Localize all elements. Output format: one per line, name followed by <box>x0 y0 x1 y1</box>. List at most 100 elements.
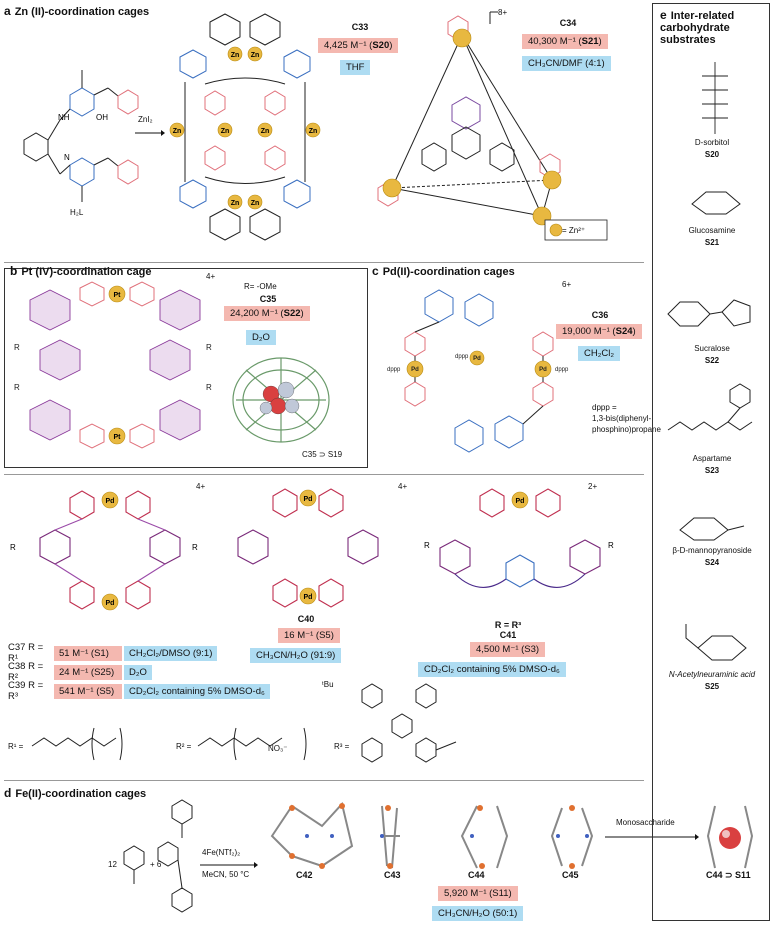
sorbitol-structure <box>702 62 728 134</box>
svg-text:R: R <box>192 543 198 552</box>
fe-cage-models <box>270 801 594 869</box>
cage-c42-label: C42 <box>296 870 313 880</box>
svg-text:Zn: Zn <box>173 128 182 135</box>
tbu-label-1: ᵗBu <box>322 680 334 689</box>
c37-row: C37 R = R¹ 51 M⁻¹ (S1) CH₂Cl₂/DMSO (9:1) <box>8 642 218 664</box>
c44-binding-constant: 5,920 M⁻¹ (S11) <box>438 886 518 901</box>
svg-text:R: R <box>14 343 20 352</box>
reagent-fe: 4Fe(NTf₂)₂ <box>202 848 241 857</box>
r-definition: R= -OMe <box>244 282 277 291</box>
svg-text:Pt: Pt <box>114 434 122 441</box>
c35-label: C35 <box>259 294 277 304</box>
substrate-s20-id: S20 <box>704 150 720 159</box>
c39-row: C39 R = R³ 541 M⁻¹ (S5) CD₂Cl₂ containin… <box>8 680 270 702</box>
svg-text:Pd: Pd <box>516 498 525 505</box>
svg-text:R: R <box>608 541 614 550</box>
c41-label: C41 <box>499 630 517 640</box>
c33-binding-constant: 4,425 M⁻¹ (S20) <box>318 38 399 53</box>
r1-structure <box>31 727 123 761</box>
substrate-s25-id: S25 <box>704 682 720 691</box>
c41-r-label: R = R³ <box>494 620 522 630</box>
c40-charge: 4+ <box>398 482 408 491</box>
nitrate-label: NO₃⁻ <box>268 744 288 753</box>
svg-text:OH: OH <box>96 113 108 122</box>
substrate-s21-name: Glucosamine <box>688 226 736 235</box>
r3-structure <box>361 683 457 763</box>
cage-c45-label: C45 <box>562 870 579 880</box>
svg-text:R: R <box>206 383 212 392</box>
stoich-6: + 6 <box>150 860 162 869</box>
c34-binding-constant: 40,300 M⁻¹ (S21) <box>522 34 608 49</box>
monosaccharide-arrow <box>605 834 699 840</box>
svg-text:NH: NH <box>58 113 70 122</box>
zn-legend: = Zn²⁺ <box>562 226 586 235</box>
cyclohexane-ring <box>23 132 49 162</box>
svg-text:Pd: Pd <box>473 356 481 362</box>
reaction-arrow-a <box>135 130 165 136</box>
pyridine-ring-top <box>117 89 139 115</box>
r2-label: R² = <box>176 742 192 751</box>
svg-text:Zn: Zn <box>309 128 318 135</box>
substrate-s24-id: S24 <box>704 558 720 567</box>
substrate-s22-id: S22 <box>704 356 720 365</box>
c33-label: C33 <box>351 22 369 32</box>
svg-text:Zn: Zn <box>261 128 270 135</box>
svg-text:Pt: Pt <box>114 292 122 299</box>
substrate-s24-name: β-D-mannopyranoside <box>672 546 752 555</box>
c36-label: C36 <box>591 310 609 320</box>
panel-b-frame <box>4 268 368 468</box>
divider-bc <box>4 474 644 475</box>
aldehyde-structure <box>123 845 145 884</box>
svg-text:N: N <box>64 153 70 162</box>
c41-solvent: CD₂Cl₂ containing 5% DMSO-d₆ <box>418 662 566 677</box>
neuraminic-acid-structure <box>685 624 747 661</box>
svg-text:R: R <box>14 383 20 392</box>
phenol-ring-bottom <box>69 157 95 187</box>
c40-label: C40 <box>297 614 315 624</box>
reagent-zni2: ZnI₂ <box>138 115 153 124</box>
c41-charge: 2+ <box>588 482 598 491</box>
c35-binding-constant: 24,200 M⁻¹ (S22) <box>224 306 310 321</box>
c44-s11-model <box>706 805 754 869</box>
svg-text:dppp: dppp <box>387 367 401 373</box>
substrate-s22-name: Sucralose <box>694 344 730 353</box>
svg-text:Pd: Pd <box>106 498 115 505</box>
ligand-label: H₂L <box>70 208 84 217</box>
c34-solvent: CH₃CN/DMF (4:1) <box>522 56 611 71</box>
c40-binding-constant: 16 M⁻¹ (S5) <box>278 628 340 643</box>
r3-label: R³ = <box>334 742 350 751</box>
reaction-arrow-d <box>200 862 258 868</box>
r1-label: R¹ = <box>8 742 24 751</box>
c36-binding-constant: 19,000 M⁻¹ (S24) <box>556 324 642 339</box>
svg-text:Zn: Zn <box>231 52 240 59</box>
svg-text:Zn: Zn <box>251 200 260 207</box>
urea-ligand-structure <box>157 799 193 913</box>
svg-text:Zn: Zn <box>231 200 240 207</box>
cage-c43-label: C43 <box>384 870 401 880</box>
c40-solvent: CH₃CN/H₂O (91:9) <box>250 648 342 663</box>
monosaccharide-label: Monosaccharide <box>616 818 675 827</box>
c35-solvent: D₂O <box>246 330 276 345</box>
cage-c34-structure <box>377 11 608 241</box>
panel-e-frame <box>652 3 770 921</box>
divider-a <box>4 262 644 263</box>
c33-solvent: THF <box>340 60 371 75</box>
svg-text:Pd: Pd <box>304 496 313 503</box>
c35-host-guest-model <box>232 357 330 443</box>
c35-charge: 4+ <box>206 272 216 281</box>
pyridine-ring-bottom <box>117 159 139 185</box>
c44-s11-label: C44 ⊃ S11 <box>706 870 751 880</box>
svg-text:Pd: Pd <box>106 600 115 607</box>
substrate-s25-name: N-Acetylneuraminic acid <box>668 670 756 679</box>
sucralose-structure <box>667 299 751 327</box>
substrate-s21-id: S21 <box>704 238 720 247</box>
c34-charge: 8+ <box>498 8 508 17</box>
